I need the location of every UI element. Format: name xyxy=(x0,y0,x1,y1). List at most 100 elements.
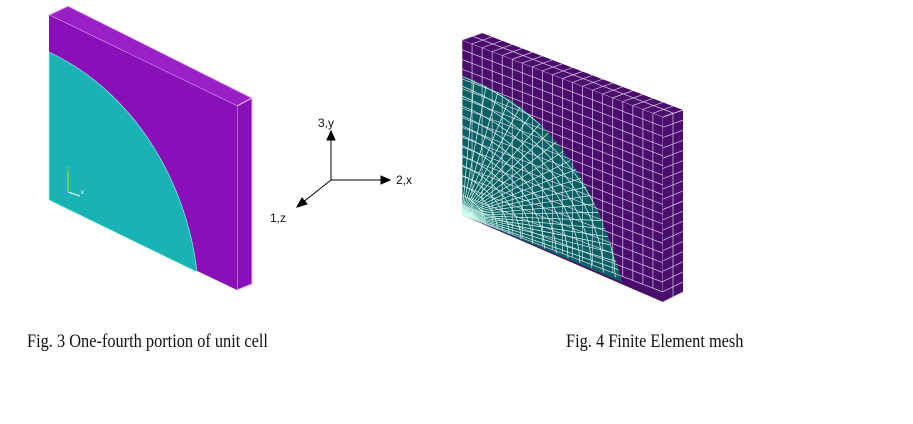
mesh-line xyxy=(622,94,643,102)
local-triad-icon: z x xyxy=(61,167,84,197)
mesh-line xyxy=(462,95,481,105)
mesh-line xyxy=(502,148,516,160)
mesh-line xyxy=(520,189,528,200)
mesh-line xyxy=(462,214,622,245)
mesh-line xyxy=(506,141,522,154)
mesh-line xyxy=(561,171,575,189)
mesh-line xyxy=(470,211,472,213)
mesh-line xyxy=(462,76,489,216)
mesh-line xyxy=(475,192,480,197)
mesh-line xyxy=(492,212,495,218)
mesh-line xyxy=(462,98,663,176)
mesh-line xyxy=(471,214,474,216)
mesh-line xyxy=(578,249,581,263)
mesh-line xyxy=(562,71,583,79)
mesh-line xyxy=(479,196,484,201)
mesh-line xyxy=(552,231,556,243)
mesh-line xyxy=(478,113,496,124)
mesh-line xyxy=(532,140,549,156)
mesh-line xyxy=(476,204,479,208)
fiber-region xyxy=(48,51,198,273)
mesh-line xyxy=(528,185,538,198)
mesh-line xyxy=(613,259,616,278)
mesh-line xyxy=(471,35,674,114)
mesh-line xyxy=(462,174,469,179)
fig4-caption: Fig. 4 Finite Element mesh xyxy=(566,331,744,352)
mesh-line xyxy=(483,156,494,164)
mesh-line xyxy=(462,165,470,170)
mesh-line xyxy=(553,207,561,221)
mesh-line xyxy=(462,156,663,234)
mesh-line xyxy=(573,187,585,206)
mesh-line xyxy=(520,232,522,239)
mesh-line xyxy=(480,104,499,116)
mesh-line xyxy=(520,152,534,166)
mesh-line xyxy=(581,221,588,238)
mesh-line xyxy=(490,194,496,201)
mesh-line xyxy=(462,95,527,216)
mesh-line xyxy=(486,147,499,157)
mesh-line xyxy=(552,67,573,75)
side-face xyxy=(236,97,253,291)
mesh-line xyxy=(481,94,502,107)
mesh-line xyxy=(522,209,528,219)
mesh-line xyxy=(524,111,545,129)
mesh-line xyxy=(652,105,674,114)
mesh-line xyxy=(491,183,499,191)
mesh-line xyxy=(518,225,521,233)
mesh-line xyxy=(508,165,520,176)
mesh-line xyxy=(612,90,633,99)
mesh-line xyxy=(504,184,513,194)
mesh-line xyxy=(536,182,547,195)
mesh-line xyxy=(547,155,563,172)
mesh-line xyxy=(462,76,484,87)
mesh-line xyxy=(503,196,510,204)
mesh-line xyxy=(467,177,475,182)
mesh-line xyxy=(484,219,486,222)
mesh-line xyxy=(632,98,653,106)
mesh-line xyxy=(462,88,515,216)
mesh-line xyxy=(532,59,553,68)
mesh-line xyxy=(609,241,615,260)
mesh-line xyxy=(497,189,504,198)
mesh-line xyxy=(462,125,476,133)
mesh-line xyxy=(541,229,545,240)
mesh-line xyxy=(533,165,546,179)
mesh-line xyxy=(572,75,593,83)
mesh-line xyxy=(564,233,568,247)
mesh-line xyxy=(462,135,475,142)
mesh-line xyxy=(507,223,510,229)
mesh-line xyxy=(462,138,584,216)
mesh-line xyxy=(542,63,563,72)
mesh-line xyxy=(495,221,498,226)
mesh-line xyxy=(527,199,534,210)
axis-z-label: 1,z xyxy=(270,211,286,225)
mesh-line xyxy=(592,222,599,240)
mesh-line xyxy=(462,127,663,205)
mesh-line xyxy=(462,146,663,225)
mesh-line xyxy=(592,82,613,91)
mesh-line xyxy=(462,155,472,161)
mesh-line xyxy=(497,177,506,186)
mesh-line xyxy=(498,114,517,128)
mesh-line xyxy=(575,235,580,250)
mesh-line xyxy=(462,214,622,266)
mesh-line xyxy=(477,172,485,179)
mesh-line xyxy=(470,189,476,194)
mesh-line xyxy=(462,68,663,147)
mesh-line xyxy=(462,78,663,157)
axis-triad xyxy=(295,129,392,208)
mesh-line xyxy=(478,207,481,211)
unit-cell-model: z x xyxy=(47,5,254,291)
mesh-line xyxy=(462,194,466,197)
mesh-line xyxy=(545,194,555,208)
mesh-line xyxy=(538,134,556,151)
mesh-line xyxy=(475,131,490,141)
mesh-line xyxy=(543,208,550,221)
mesh-line xyxy=(515,126,533,141)
mesh-line xyxy=(531,235,534,244)
mesh-line xyxy=(582,78,603,87)
mesh-line xyxy=(462,76,476,216)
mesh-line xyxy=(483,85,505,99)
mesh-line xyxy=(570,167,584,186)
